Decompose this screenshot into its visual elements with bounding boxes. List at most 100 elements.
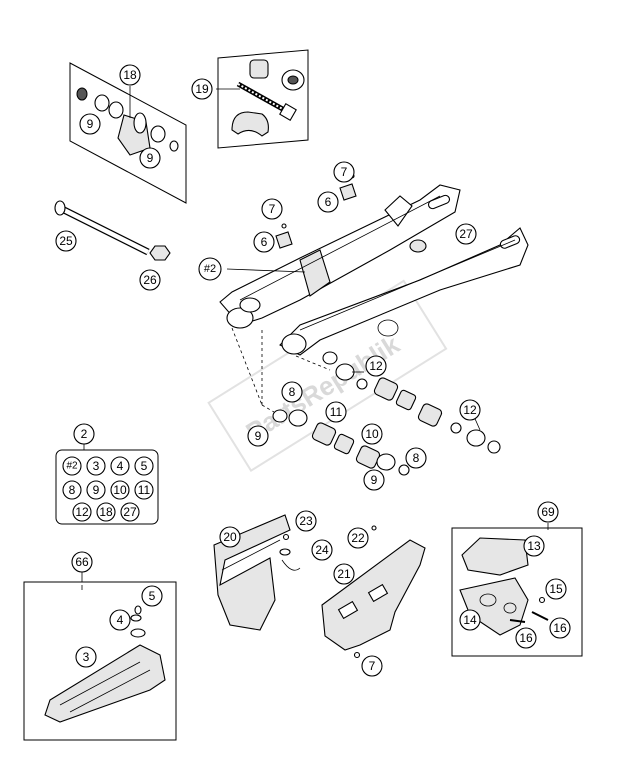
callout-26[interactable]: 26 [139,269,161,291]
callout-23[interactable]: 23 [295,510,317,532]
kit-2-item[interactable]: 27 [120,502,140,522]
callout-7[interactable]: 7 [333,161,355,183]
callout-69[interactable]: 69 [537,501,559,523]
kit-2-item[interactable]: 18 [96,502,116,522]
callout-21[interactable]: 21 [333,563,355,585]
callout-5-label: 5 [149,589,156,603]
callout-18[interactable]: 18 [119,64,141,86]
kit-2-item[interactable]: 9 [86,480,106,500]
callout-16[interactable]: 16 [515,627,537,649]
callout-11-label: 11 [330,405,343,419]
callout-10[interactable]: 10 [361,423,383,445]
chain-guard-clip-a [275,223,293,249]
callout-9[interactable]: 9 [247,425,269,447]
callout-12-label: 12 [369,359,383,373]
kit-2-item[interactable]: 8 [62,480,82,500]
callout-12-label: 12 [463,403,477,417]
kit-18-panel [69,62,187,204]
callout-6[interactable]: 6 [253,231,275,253]
callout-24[interactable]: 24 [311,539,333,561]
callout-6-label: 6 [261,235,268,249]
kit-2-item-label: 9 [93,483,100,497]
callout-22-label: 22 [351,531,365,545]
swingarm-body [219,184,529,356]
kit-19-panel [217,49,309,149]
callout-13[interactable]: 13 [523,535,545,557]
callout-7-label: 7 [369,659,376,673]
callout-25-label: 25 [59,234,73,248]
callout-15-label: 15 [549,582,563,596]
callout-3[interactable]: 3 [75,646,97,668]
callout-13-label: 13 [527,539,541,553]
kit-2-item[interactable]: 4 [110,456,130,476]
callout-2-label: 2 [81,427,88,441]
callout-11[interactable]: 11 [325,401,347,423]
kit-2-item-label: 27 [123,505,137,519]
chain-guide [321,525,426,659]
callout-14-label: 14 [463,613,477,627]
callout-16-label: 16 [519,631,533,645]
callout-2-assembly-label: #2 [204,263,216,275]
callout-5[interactable]: 5 [141,585,163,607]
swingarm-axle [54,200,171,261]
callout-27[interactable]: 27 [455,223,477,245]
callout-4-label: 4 [117,613,124,627]
callout-9[interactable]: 9 [79,113,101,135]
callout-7-label: 7 [269,202,276,216]
callout-8[interactable]: 8 [281,381,303,403]
kit-2-item-label: 8 [69,483,76,497]
callout-66[interactable]: 66 [71,551,93,573]
callout-6[interactable]: 6 [317,191,339,213]
callout-27-label: 27 [459,227,473,241]
callout-2-assembly[interactable]: #2 [198,257,222,281]
callout-25[interactable]: 25 [55,230,77,252]
kit-2-item-label: 12 [75,505,89,519]
callout-9-label: 9 [255,429,262,443]
callout-21-label: 21 [337,567,351,581]
kit-2-item[interactable]: 10 [110,480,130,500]
callout-26-label: 26 [143,273,157,287]
kit-2-item[interactable]: 5 [134,456,154,476]
callout-7-label: 7 [341,165,348,179]
kit-2-item[interactable]: #2 [62,456,82,476]
callout-19[interactable]: 19 [191,78,213,100]
kit-2-item-label: 3 [93,459,100,473]
kit-2-item-label: 5 [141,459,148,473]
callout-7[interactable]: 7 [261,198,283,220]
callout-12[interactable]: 12 [365,355,387,377]
callout-18-label: 18 [123,68,137,82]
callout-2[interactable]: 2 [73,423,95,445]
kit-2-item[interactable]: 3 [86,456,106,476]
callout-20[interactable]: 20 [219,526,241,548]
callout-19-label: 19 [195,82,209,96]
callout-8[interactable]: 8 [405,447,427,469]
callout-69-label: 69 [541,505,555,519]
callout-3-label: 3 [83,650,90,664]
callout-16[interactable]: 16 [549,617,571,639]
callout-12[interactable]: 12 [459,399,481,421]
callout-15[interactable]: 15 [545,578,567,600]
kit-2-item-label: 11 [138,483,151,497]
callout-9[interactable]: 9 [363,469,385,491]
callout-8-label: 8 [413,451,420,465]
callout-14[interactable]: 14 [459,609,481,631]
callout-6-label: 6 [325,195,332,209]
callout-20-label: 20 [223,530,237,544]
kit-2-item-label: 18 [99,505,113,519]
callout-8-label: 8 [289,385,296,399]
callout-22[interactable]: 22 [347,527,369,549]
callout-24-label: 24 [315,543,329,557]
bearing-stack-lower [272,409,410,476]
kit-2-item-label: 10 [113,483,127,497]
callout-9[interactable]: 9 [139,147,161,169]
kit-2-item-label: #2 [66,461,78,472]
kit-2-item[interactable]: 11 [134,480,154,500]
callout-7[interactable]: 7 [361,655,383,677]
callout-16-label: 16 [553,621,567,635]
kit-2-item[interactable]: 12 [72,502,92,522]
callout-9-label: 9 [371,473,378,487]
kit-2-item-label: 4 [117,459,124,473]
kit-66-panel [23,581,177,741]
callout-4[interactable]: 4 [109,609,131,631]
